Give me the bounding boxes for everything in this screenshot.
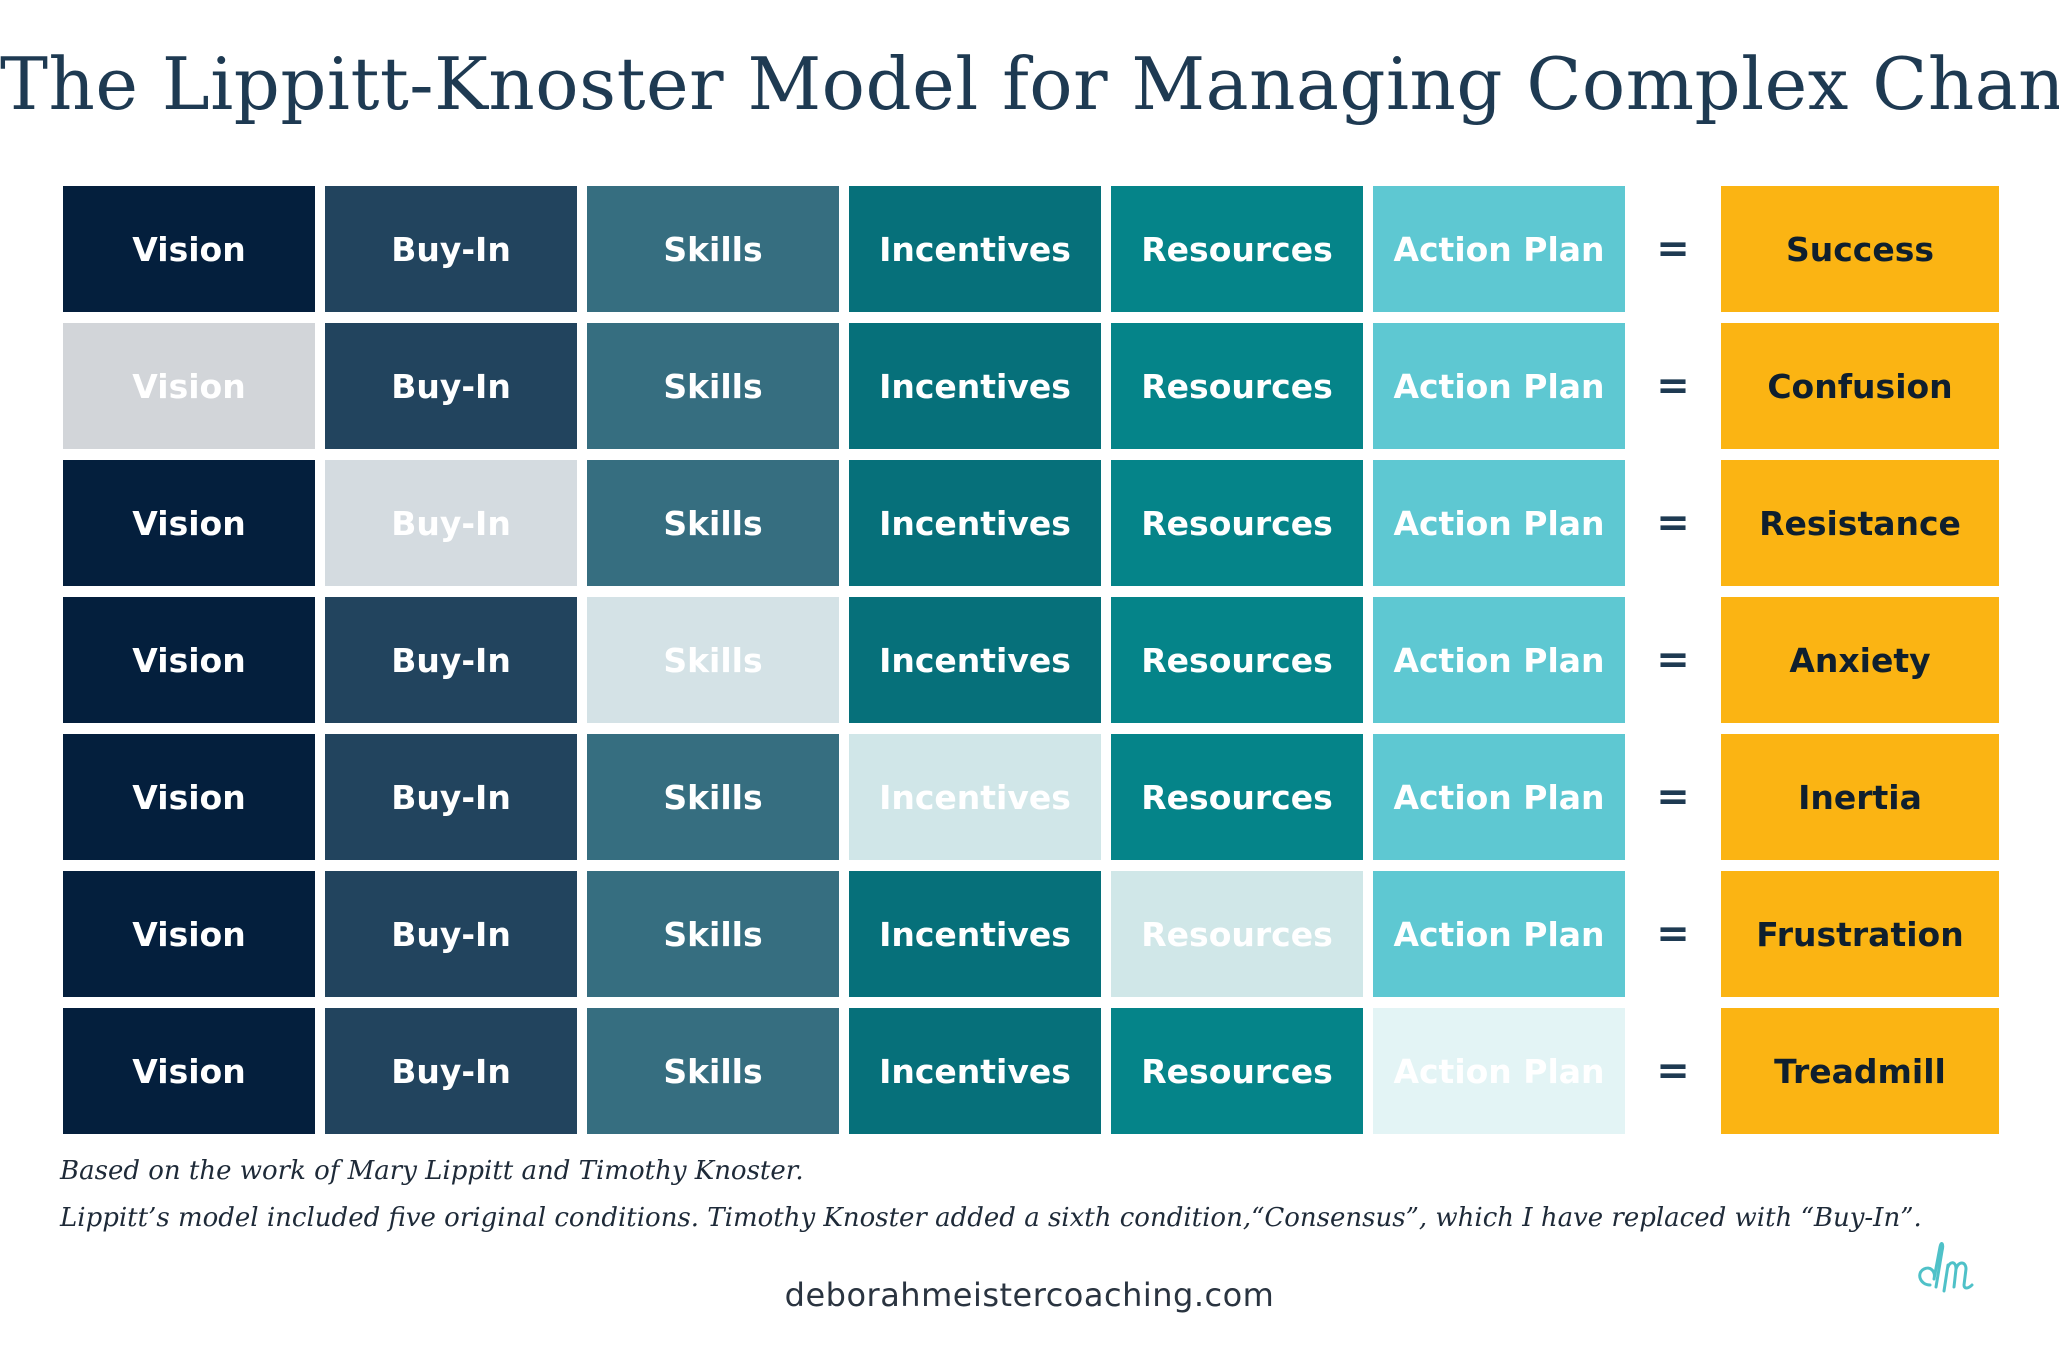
skills-cell: Skills: [587, 323, 839, 449]
skills-cell: Skills: [587, 186, 839, 312]
skills-cell: Skills: [587, 460, 839, 586]
incentives-cell: Incentives: [849, 597, 1101, 723]
equals-sign: =: [1656, 1048, 1690, 1094]
resources-cell: Resources: [1111, 323, 1363, 449]
note-line-1: Based on the work of Mary Lippitt and Ti…: [60, 1156, 804, 1186]
result-cell: Anxiety: [1721, 597, 1999, 723]
action-plan-cell: Action Plan: [1373, 186, 1625, 312]
incentives-cell: Incentives: [849, 460, 1101, 586]
equals-sign: =: [1656, 363, 1690, 409]
buy-in-cell: Buy-In: [325, 597, 577, 723]
result-cell: Treadmill: [1721, 1008, 1999, 1134]
action-plan-cell: Action Plan: [1373, 734, 1625, 860]
incentives-cell: Incentives: [849, 323, 1101, 449]
notes: Based on the work of Mary Lippitt and Ti…: [60, 1148, 1922, 1242]
buy-in-cell: Buy-In: [325, 1008, 577, 1134]
incentives-cell-missing: Incentives: [849, 734, 1101, 860]
skills-cell-missing: Skills: [587, 597, 839, 723]
buy-in-cell-missing: Buy-In: [325, 460, 577, 586]
page-title: The Lippitt-Knoster Model for Managing C…: [0, 42, 2059, 126]
equals-sign: =: [1656, 774, 1690, 820]
skills-cell: Skills: [587, 871, 839, 997]
buy-in-cell: Buy-In: [325, 734, 577, 860]
vision-cell: Vision: [63, 871, 315, 997]
buy-in-cell: Buy-In: [325, 323, 577, 449]
vision-cell: Vision: [63, 1008, 315, 1134]
resources-cell-missing: Resources: [1111, 871, 1363, 997]
note-line-2: Lippitt’s model included five original c…: [60, 1203, 1922, 1233]
result-cell: Inertia: [1721, 734, 1999, 860]
equals-sign: =: [1656, 500, 1690, 546]
action-plan-cell: Action Plan: [1373, 871, 1625, 997]
website-url[interactable]: deborahmeistercoaching.com: [784, 1276, 1275, 1314]
incentives-cell: Incentives: [849, 871, 1101, 997]
skills-cell: Skills: [587, 1008, 839, 1134]
equals-sign: =: [1656, 911, 1690, 957]
equals-sign: =: [1656, 637, 1690, 683]
action-plan-cell: Action Plan: [1373, 323, 1625, 449]
result-cell: Confusion: [1721, 323, 1999, 449]
vision-cell: Vision: [63, 186, 315, 312]
resources-cell: Resources: [1111, 734, 1363, 860]
resources-cell: Resources: [1111, 186, 1363, 312]
dm-logo-icon: [1918, 1242, 1974, 1293]
vision-cell: Vision: [63, 597, 315, 723]
equals-sign: =: [1656, 226, 1690, 272]
action-plan-cell-missing: Action Plan: [1373, 1008, 1625, 1134]
result-cell: Frustration: [1721, 871, 1999, 997]
result-cell: Success: [1721, 186, 1999, 312]
resources-cell: Resources: [1111, 1008, 1363, 1134]
resources-cell: Resources: [1111, 460, 1363, 586]
buy-in-cell: Buy-In: [325, 186, 577, 312]
skills-cell: Skills: [587, 734, 839, 860]
incentives-cell: Incentives: [849, 186, 1101, 312]
incentives-cell: Incentives: [849, 1008, 1101, 1134]
result-cell: Resistance: [1721, 460, 1999, 586]
vision-cell: Vision: [63, 460, 315, 586]
resources-cell: Resources: [1111, 597, 1363, 723]
action-plan-cell: Action Plan: [1373, 597, 1625, 723]
vision-cell: Vision: [63, 734, 315, 860]
buy-in-cell: Buy-In: [325, 871, 577, 997]
vision-cell-missing: Vision: [63, 323, 315, 449]
action-plan-cell: Action Plan: [1373, 460, 1625, 586]
